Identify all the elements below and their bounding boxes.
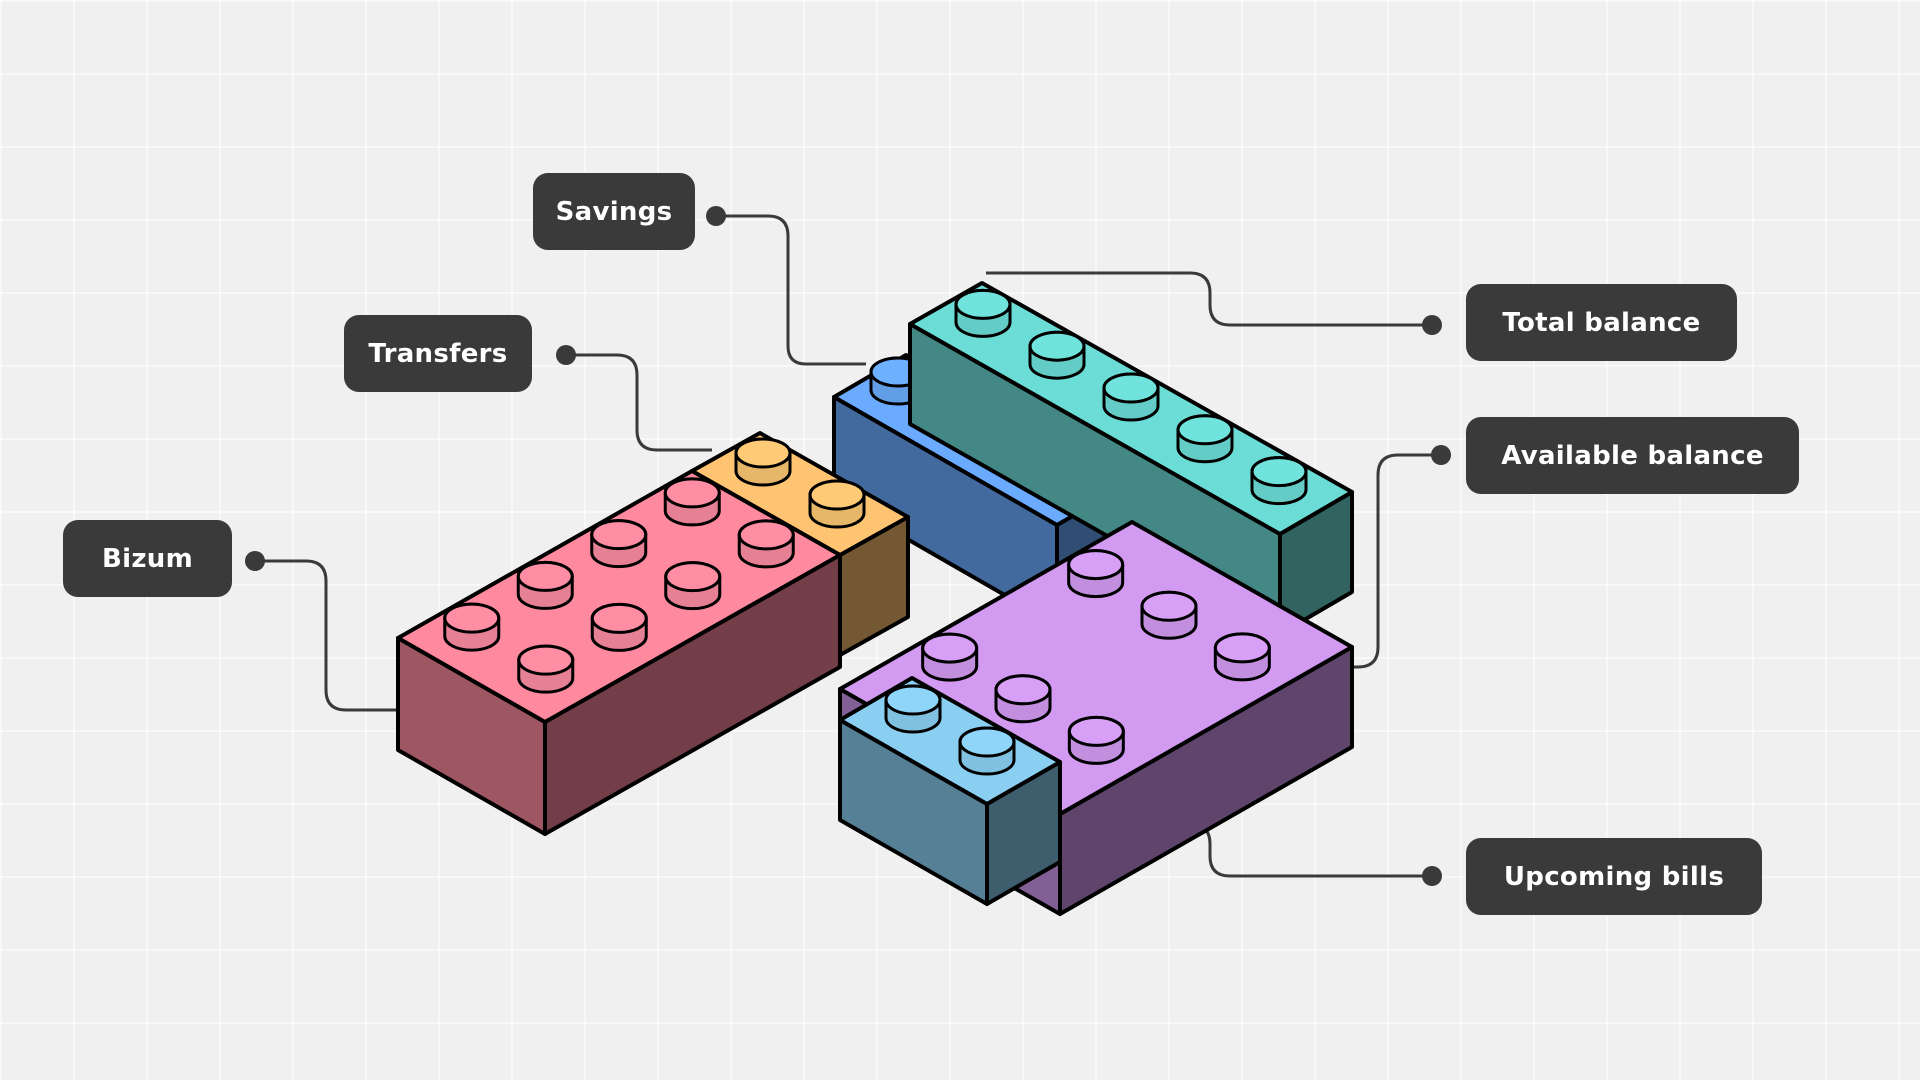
stud-top bbox=[1067, 549, 1125, 581]
stud-top bbox=[517, 644, 575, 676]
stud-top bbox=[590, 602, 648, 634]
stud bbox=[1028, 330, 1086, 380]
connector-dots bbox=[245, 206, 1451, 886]
stud bbox=[517, 644, 575, 694]
stud-top bbox=[1213, 632, 1271, 664]
stud bbox=[1140, 590, 1198, 640]
stud bbox=[590, 519, 648, 569]
stud bbox=[994, 674, 1052, 724]
stud-top bbox=[443, 602, 501, 634]
bizum-dot bbox=[245, 551, 265, 571]
savings-label: Savings bbox=[533, 173, 695, 250]
stud-top bbox=[663, 477, 721, 509]
available-balance-dot bbox=[1431, 445, 1451, 465]
stud bbox=[663, 477, 721, 527]
stud bbox=[1067, 549, 1125, 599]
stud bbox=[664, 561, 722, 611]
upcoming-bills-dot bbox=[1422, 866, 1442, 886]
transfers-connector bbox=[566, 353, 712, 452]
stud-top bbox=[1102, 372, 1160, 404]
stud bbox=[1067, 715, 1125, 765]
stud bbox=[954, 288, 1012, 338]
stud-top bbox=[516, 560, 574, 592]
total-balance-dot bbox=[1422, 315, 1442, 335]
stud-top bbox=[1067, 715, 1125, 747]
stud bbox=[1250, 456, 1308, 506]
stud-top bbox=[994, 674, 1052, 706]
stud bbox=[1213, 632, 1271, 682]
stud-top bbox=[958, 726, 1016, 758]
stud bbox=[808, 479, 866, 529]
stud-top bbox=[1140, 590, 1198, 622]
stud-top bbox=[954, 288, 1012, 320]
total-balance-label: Total balance bbox=[1466, 284, 1737, 361]
stud-top bbox=[590, 519, 648, 551]
stud-top bbox=[808, 479, 866, 511]
bizum-connector bbox=[255, 559, 398, 712]
available-balance-label: Available balance bbox=[1466, 417, 1799, 494]
stud bbox=[884, 684, 942, 734]
stud bbox=[590, 602, 648, 652]
stud bbox=[958, 726, 1016, 776]
stud bbox=[443, 602, 501, 652]
upcoming-bills-brick bbox=[838, 676, 1062, 906]
stud-top bbox=[664, 561, 722, 593]
bricks bbox=[396, 281, 1354, 916]
total-balance-connector bbox=[986, 271, 1432, 327]
stud bbox=[516, 560, 574, 610]
stud bbox=[921, 632, 979, 682]
savings-connector bbox=[716, 214, 866, 366]
bizum-brick bbox=[396, 469, 842, 836]
stud bbox=[1102, 372, 1160, 422]
stud-top bbox=[1176, 414, 1234, 446]
stud-top bbox=[921, 632, 979, 664]
stud-top bbox=[1028, 330, 1086, 362]
available-balance-connector bbox=[1316, 453, 1441, 669]
stud-top bbox=[884, 684, 942, 716]
stud bbox=[737, 519, 795, 569]
savings-dot bbox=[706, 206, 726, 226]
upcoming-bills-label: Upcoming bills bbox=[1466, 838, 1762, 915]
stud-top bbox=[737, 519, 795, 551]
stud-top bbox=[1250, 456, 1308, 488]
stud-top bbox=[734, 437, 792, 469]
bizum-label: Bizum bbox=[63, 520, 232, 597]
transfers-dot bbox=[556, 345, 576, 365]
transfers-label: Transfers bbox=[344, 315, 532, 392]
stud bbox=[1176, 414, 1234, 464]
stud bbox=[734, 437, 792, 487]
